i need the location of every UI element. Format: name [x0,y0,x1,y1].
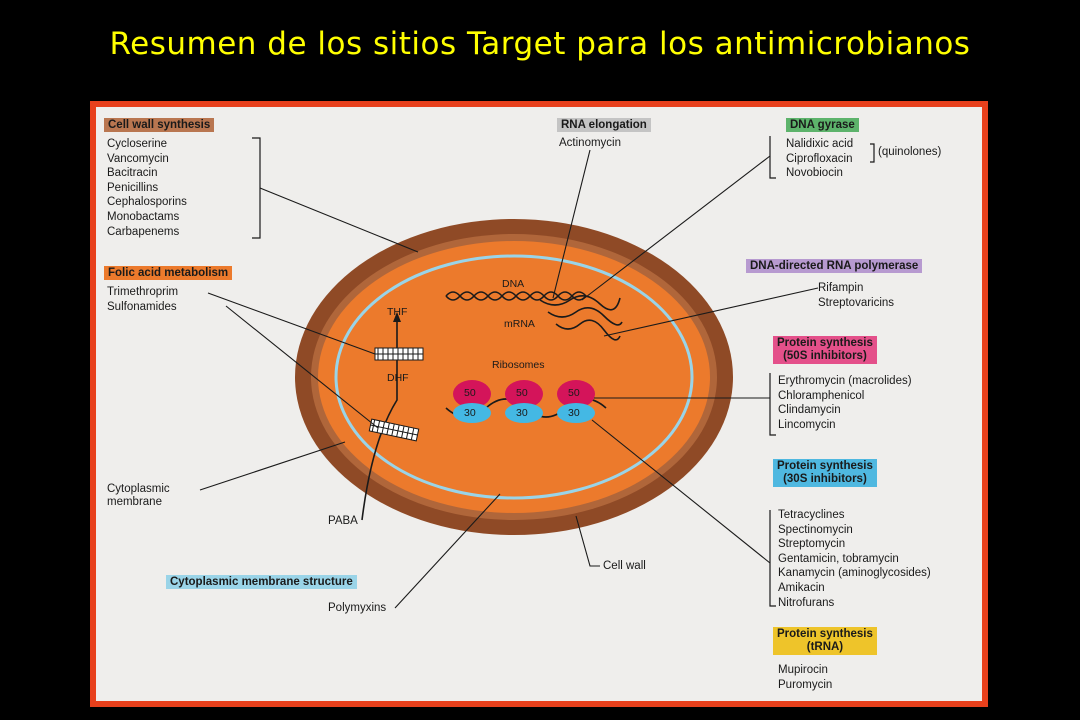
drug-item: Clindamycin [778,404,841,417]
ribosome-1-30s: 30 [464,407,476,419]
bracket-50s [769,373,776,436]
leader-rna-polymerase [603,287,819,337]
drug-item: Penicillins [107,181,159,194]
label-cell-wall-synthesis: Cell wall synthesis [104,118,215,132]
ribosome-2-30s: 30 [516,407,528,419]
drug-polymyxins: Polymyxins [328,602,387,614]
block-sulfonamides [368,418,420,442]
drug-item: Nitrofurans [778,596,835,609]
drug-item: Mupirocin [778,664,828,676]
label-cytoplasmic-membrane-1: Cytoplasmic [107,483,170,495]
label-quinolones: (quinolones) [878,146,942,158]
label-50s-line2: (50S inhibitors) [783,350,867,362]
drug-item: Trimethroprim [107,286,179,298]
ribosome-1 [453,380,491,423]
leader-actinomycin [552,149,591,299]
arrow-head-thf [393,312,401,322]
label-protein-synthesis-trna: Protein synthesis (tRNA) [773,627,877,655]
drug-item: Amikacin [778,581,825,594]
drug-item: Streptomycin [778,538,846,551]
leader-cell-wall-bottom [575,515,600,567]
label-cytoplasmic-membrane-2: membrane [107,496,162,508]
label-trna-line2: (tRNA) [806,641,844,653]
drug-item: Bacitracin [107,167,158,180]
drug-item: Cycloserine [107,138,168,150]
leader-cell-wall [259,187,419,253]
drug-item: Streptovaricins [818,296,895,309]
drug-item: Puromycin [778,678,833,691]
leader-dna-gyrase [581,155,771,301]
label-cytoplasmic-membrane-structure: Cytoplasmic membrane structure [166,575,357,589]
label-30s-line1: Protein synthesis [777,460,873,472]
drug-item: Monobactams [107,210,180,223]
drug-item: Spectinomycin [778,523,853,536]
label-30s-line2: (30S inhibitors) [783,473,867,485]
mrna-strands [539,295,623,341]
label-protein-synthesis-30s: Protein synthesis (30S inhibitors) [773,459,877,487]
drug-item: Chloramphenicol [778,389,865,402]
label-dna-directed-rna-polymerase: DNA-directed RNA polymerase [746,259,923,273]
leader-polymyxins [394,493,501,609]
label-trna-line1: Protein synthesis [777,628,873,640]
label-mrna: mRNA [504,318,535,330]
list-30s-drugs: Tetracyclines Spectinomycin Streptomycin… [778,508,931,610]
drug-item: Vancomycin [107,152,169,165]
list-folic-drugs: Trimethroprim Sulfonamides [107,285,178,314]
slide-title: Resumen de los sitios Target para los an… [109,26,971,62]
label-dna-gyrase: DNA gyrase [786,118,859,132]
label-cell-wall-bottom: Cell wall [603,560,646,572]
list-dna-gyrase-drugs: Nalidixic acid Ciprofloxacin Novobiocin [786,137,853,181]
block-trimethoprim [374,347,424,361]
list-rna-polymerase-drugs: Rifampin Streptovaricins [818,281,894,310]
label-rna-elongation: RNA elongation [557,118,651,132]
ribosome-3 [557,380,595,423]
bracket-quinolones [870,143,875,163]
ribosome-3-30s: 30 [568,407,580,419]
drug-item: Cephalosporins [107,196,187,209]
drug-item: Kanamycin (aminoglycosides) [778,567,931,580]
drug-item: Sulfonamides [107,300,177,313]
leader-cytoplasmic-membrane [199,441,346,491]
label-50s-line1: Protein synthesis [777,337,873,349]
bracket-dna-gyrase [769,136,776,179]
label-thf: THF [387,306,408,318]
ribosome-2-50s: 50 [516,387,528,399]
list-trna-drugs: Mupirocin Puromycin [778,663,832,692]
label-ribosomes: Ribosomes [492,359,545,371]
list-50s-drugs: Erythromycin (macrolides) Chloramphenico… [778,374,912,432]
bracket-cell-wall [252,137,261,239]
folate-pathway-arrow [361,320,398,521]
list-cell-wall-drugs: Cycloserine Vancomycin Bacitracin Penici… [107,137,187,239]
leader-trimethoprim [207,292,376,355]
ribosome-3-50s: 50 [568,387,580,399]
leader-30s [591,419,771,564]
ribosome-1-50s: 50 [464,387,476,399]
label-folic-acid-metabolism: Folic acid metabolism [104,266,233,280]
label-dhf: DHF [387,372,409,384]
drug-item: Novobiocin [786,167,843,180]
drug-item: Rifampin [818,282,864,294]
drug-item: Nalidixic acid [786,138,854,150]
ribosome-2 [505,380,543,423]
drug-item: Erythromycin (macrolides) [778,375,912,387]
leader-lines [199,149,819,609]
label-dna: DNA [502,278,525,290]
label-protein-synthesis-50s: Protein synthesis (50S inhibitors) [773,336,877,364]
drug-item: Lincomycin [778,418,836,431]
dna-helix [445,291,587,301]
drug-item: Tetracyclines [778,509,845,521]
label-paba: PABA [328,515,358,527]
drug-item: Carbapenems [107,225,180,238]
drug-actinomycin: Actinomycin [559,137,621,149]
cytoplasmic-membrane [334,254,694,500]
drug-item: Gentamicin, tobramycin [778,552,899,565]
drug-item: Ciprofloxacin [786,152,853,165]
bracket-30s [769,510,776,607]
leader-sulfonamides [225,305,379,429]
